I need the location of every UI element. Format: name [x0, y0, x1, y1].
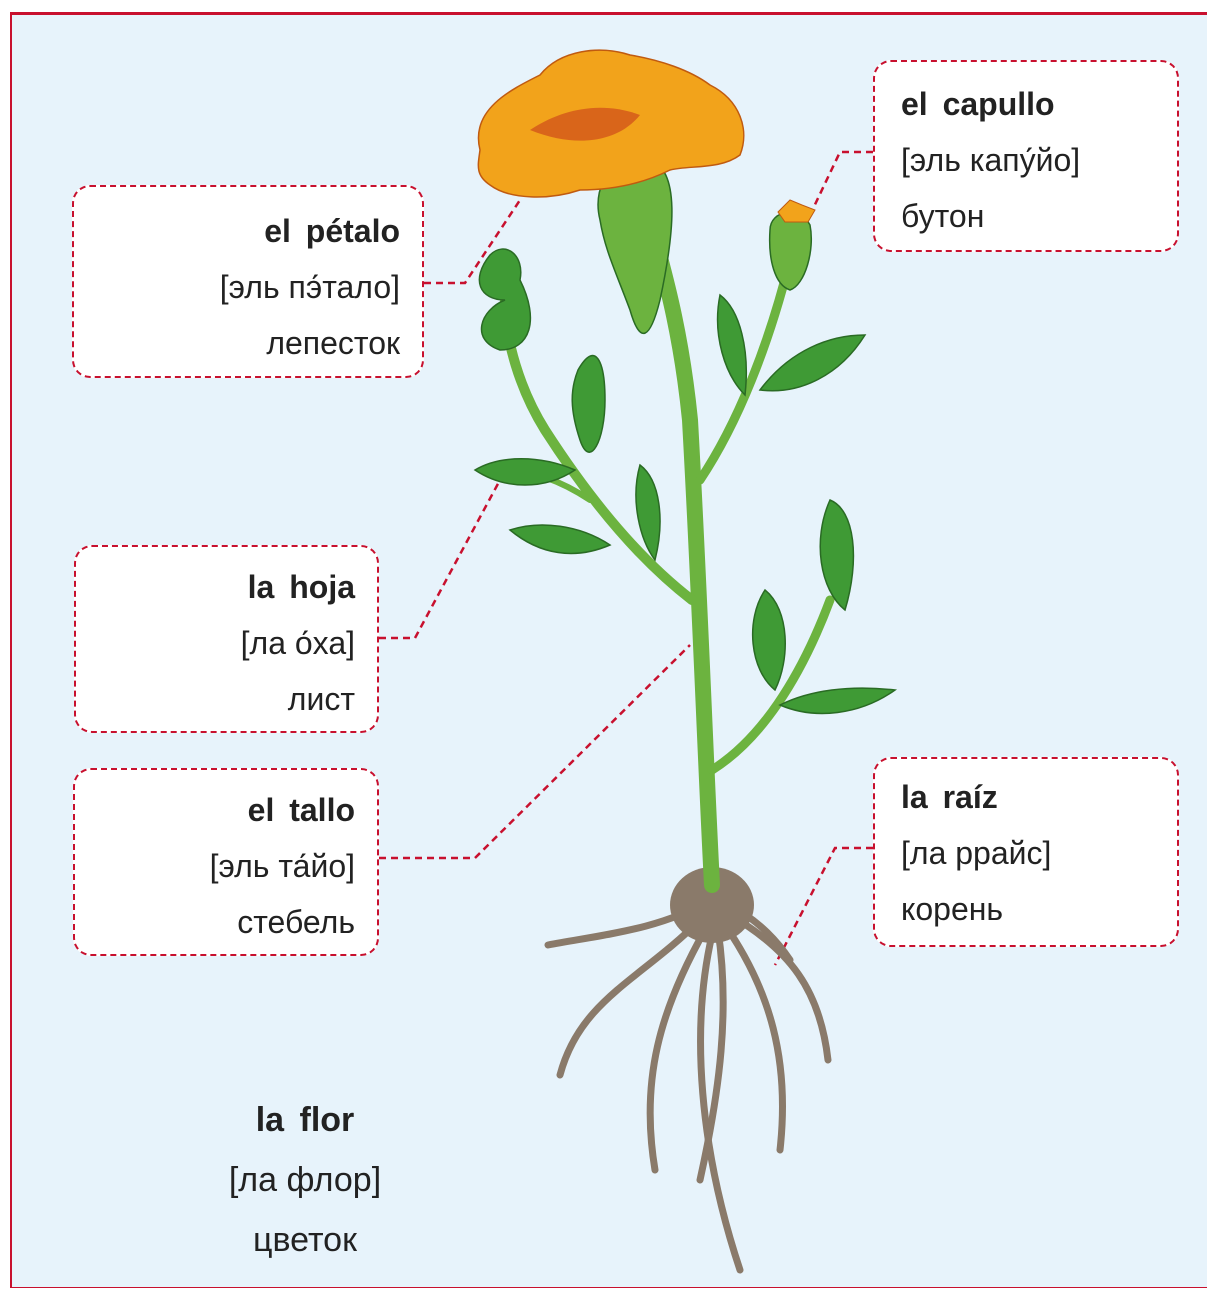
label-pronunciation: [эль капу́йо] [901, 132, 1177, 188]
label-term: el capullo [901, 76, 1177, 132]
label-translation: лепесток [74, 315, 400, 371]
leader-line-capullo [810, 152, 873, 215]
caption-term: la flor [180, 1090, 430, 1150]
roots [548, 900, 828, 1270]
label-pronunciation: [эль та́йо] [75, 838, 355, 894]
leaves [475, 249, 895, 713]
label-tallo: el tallo [эль та́йо] стебель [73, 768, 379, 956]
bud-tip [778, 200, 815, 222]
leaf [760, 335, 865, 391]
label-term: el tallo [75, 782, 355, 838]
leaf [780, 688, 895, 713]
bud-body [770, 212, 812, 290]
leaf [572, 356, 605, 453]
label-hoja: la hoja [ла о́ха] лист [74, 545, 379, 733]
leader-line-hoja [379, 480, 500, 638]
left-branch [505, 300, 692, 600]
leaf [820, 500, 853, 610]
label-term: el pétalo [74, 203, 400, 259]
label-translation: бутон [901, 188, 1177, 244]
leader-line-tallo [379, 645, 690, 858]
label-translation: стебель [75, 894, 355, 950]
label-pronunciation: [эль пэ́тало] [74, 259, 400, 315]
label-term: la hoja [76, 559, 355, 615]
main-stem [650, 220, 712, 885]
label-translation: корень [901, 881, 1177, 937]
root-strand [725, 925, 783, 1150]
leaf [510, 525, 610, 553]
leader-line-raiz [775, 848, 873, 965]
label-pronunciation: [ла ррайс] [901, 825, 1177, 881]
flower-bud [770, 200, 815, 290]
label-term: la raíz [901, 769, 1177, 825]
label-capullo: el capullo [эль капу́йо] бутон [873, 60, 1179, 252]
caption-pronunciation: [ла флор] [180, 1150, 430, 1210]
leaf [479, 249, 530, 350]
root-strand [560, 920, 700, 1075]
label-petalo: el pétalo [эль пэ́тало] лепесток [72, 185, 424, 378]
leaf [753, 590, 786, 690]
leaf [718, 295, 747, 395]
label-pronunciation: [ла о́ха] [76, 615, 355, 671]
root-strand [650, 930, 705, 1170]
caption-translation: цветок [180, 1210, 430, 1270]
diagram-caption: la flor [ла флор] цветок [180, 1090, 430, 1270]
label-translation: лист [76, 671, 355, 727]
label-raiz: la raíz [ла ррайс] корень [873, 757, 1179, 947]
